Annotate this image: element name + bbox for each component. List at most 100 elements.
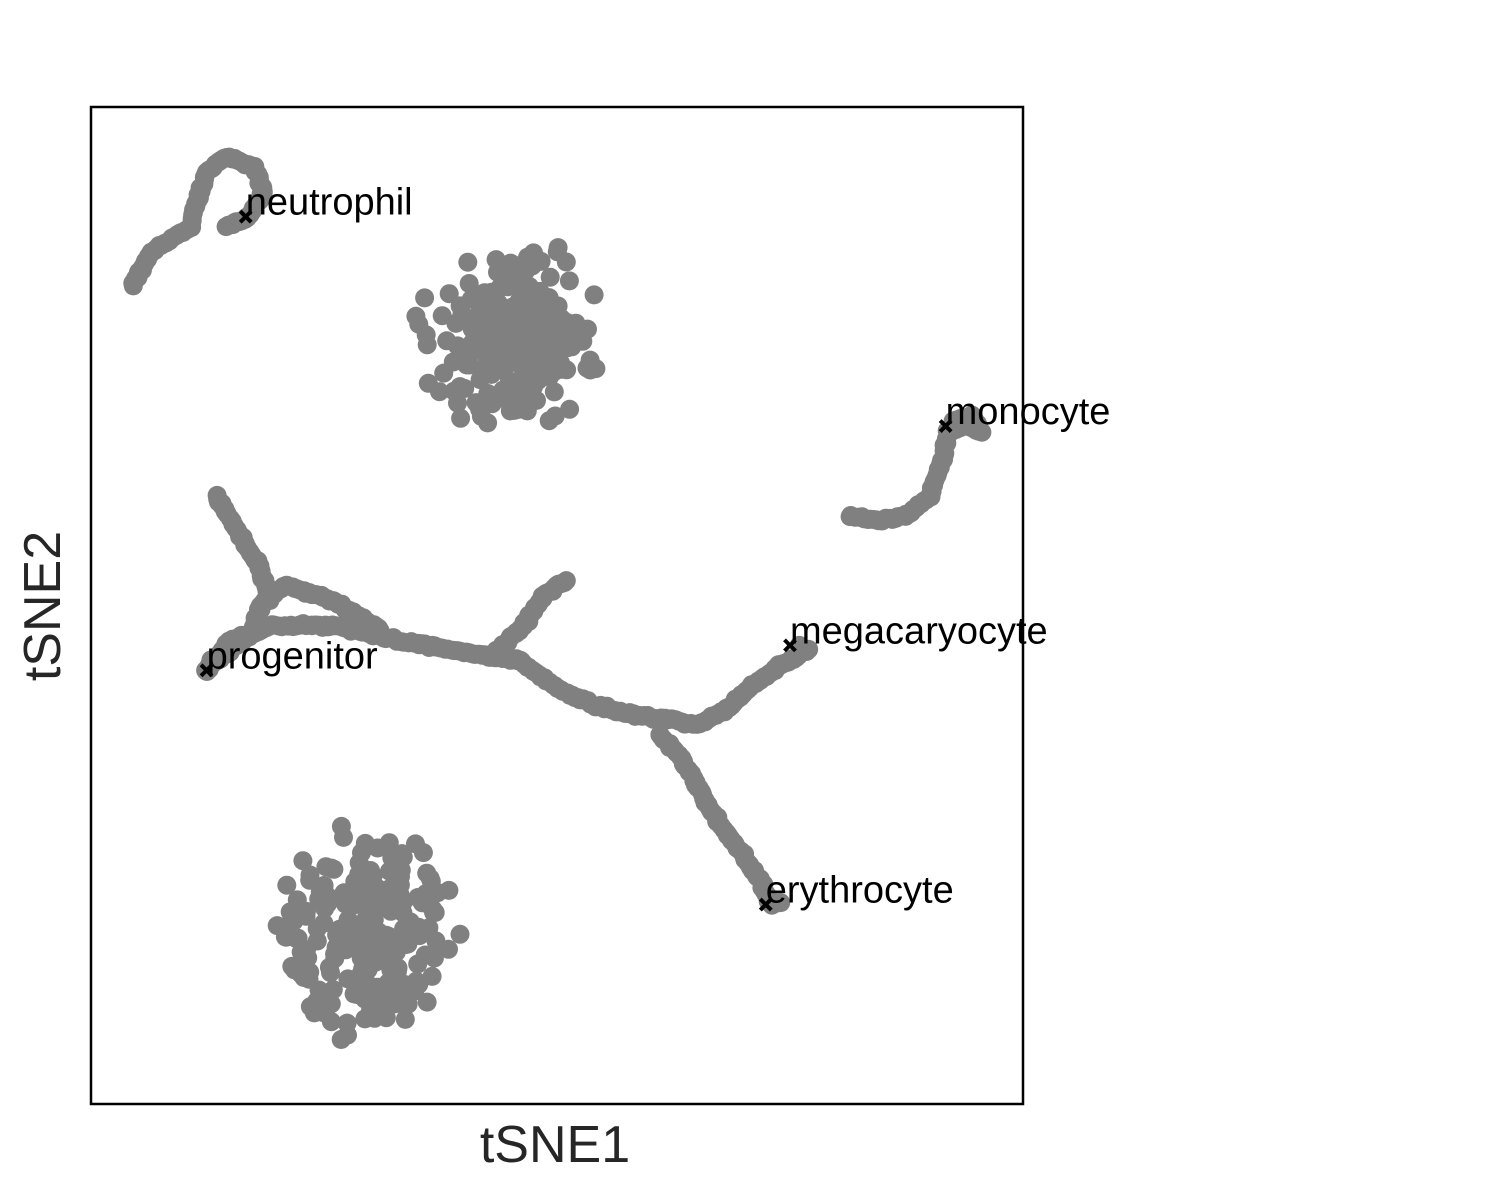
point-upper-cluster <box>578 319 597 339</box>
x-axis-label: tSNE1 <box>480 1116 630 1174</box>
point-lower-cluster <box>340 896 360 916</box>
point-lower-cluster <box>307 931 327 951</box>
point-upper-cluster <box>539 411 559 431</box>
point-upper-cluster <box>552 309 571 329</box>
point-lower-cluster <box>379 833 399 853</box>
label-erythrocyte: erythrocyte <box>766 870 954 912</box>
point-lower-cluster <box>413 843 433 863</box>
point-lower-cluster <box>362 876 382 896</box>
point-upper-cluster <box>559 271 579 291</box>
point-lower-cluster <box>331 1030 351 1049</box>
point-upper-cluster <box>537 302 557 322</box>
point-upper-cluster <box>540 267 560 287</box>
label-neutrophil: neutrophil <box>246 182 413 224</box>
point-erythrocyte-branch <box>771 893 791 913</box>
point-lower-cluster <box>316 857 336 877</box>
point-upper-cluster <box>488 297 508 317</box>
point-lower-cluster <box>420 868 440 888</box>
point-lower-cluster <box>314 913 334 933</box>
point-upper-cluster <box>416 325 436 345</box>
point-lower-cluster <box>344 984 364 1004</box>
point-lower-cluster <box>408 888 428 907</box>
point-upper-cluster <box>415 288 435 308</box>
point-lower-cluster <box>450 924 470 944</box>
point-lower-cluster <box>307 991 327 1011</box>
point-lower-cluster <box>343 937 363 957</box>
point-upper-cluster <box>544 382 564 402</box>
label-megacaryocyte: megacaryocyte <box>790 610 1048 652</box>
point-upper-cluster <box>490 334 509 354</box>
point-upper-cluster <box>508 371 528 391</box>
marker-monocyte <box>938 419 953 433</box>
plot-frame <box>89 105 1025 1106</box>
point-upper-branch <box>556 571 576 591</box>
point-lower-cluster <box>386 986 406 1005</box>
point-upper-cluster <box>536 324 556 344</box>
point-upper-cluster <box>462 319 482 339</box>
point-lower-cluster <box>424 948 444 968</box>
point-upper-cluster <box>451 408 471 428</box>
point-upper-cluster <box>461 289 481 309</box>
milestone-markers <box>199 209 953 912</box>
label-progenitor: progenitor <box>207 635 378 677</box>
point-upper-cluster <box>546 337 566 357</box>
point-lower-cluster <box>361 1006 381 1026</box>
point-upper-cluster <box>503 297 522 317</box>
point-lower-cluster <box>378 892 398 912</box>
point-upper-cluster <box>452 304 472 324</box>
point-upper-cluster <box>439 284 459 304</box>
point-lower-cluster <box>282 907 302 927</box>
point-lower-cluster <box>323 980 343 1000</box>
point-upper-cluster <box>524 243 543 263</box>
point-upper-cluster <box>519 276 539 296</box>
marker-neutrophil <box>238 209 253 224</box>
point-lower-cluster <box>292 960 312 980</box>
point-upper-cluster <box>470 399 490 419</box>
milestone-labels: neutrophil monocyte progenitor megacaryocyt… <box>207 182 1111 912</box>
point-lower-cluster <box>409 974 429 994</box>
point-lower-cluster <box>395 1009 415 1029</box>
point-neutrophil-arm <box>216 217 236 237</box>
point-upper-cluster <box>476 359 496 378</box>
point-lower-cluster <box>291 942 311 962</box>
point-lower-cluster <box>334 827 353 847</box>
label-monocyte: monocyte <box>946 391 1111 433</box>
point-upper-cluster <box>406 306 426 326</box>
point-lower-cluster <box>338 922 358 942</box>
marker-erythrocyte <box>758 897 773 912</box>
point-upper-cluster <box>584 285 604 305</box>
point-upper-cluster <box>490 278 510 298</box>
point-lower-cluster <box>376 1008 396 1028</box>
point-lower-cluster <box>358 960 378 980</box>
point-lower-cluster <box>439 939 458 959</box>
point-upper-cluster <box>418 373 438 393</box>
point-upper-cluster <box>527 390 546 410</box>
point-lower-cluster <box>309 889 329 909</box>
point-progenitor-loop-upper <box>370 620 390 640</box>
point-lower-cluster <box>300 865 320 885</box>
point-upper-cluster <box>560 399 580 419</box>
point-upper-cluster <box>437 331 457 351</box>
point-upper-cluster <box>455 379 475 398</box>
point-lower-cluster <box>417 992 437 1012</box>
marker-megacaryocyte <box>783 638 797 653</box>
point-lower-cluster <box>439 880 459 900</box>
point-upper-cluster <box>500 401 520 421</box>
point-lower-cluster <box>319 957 339 977</box>
point-lower-cluster <box>373 931 393 951</box>
point-lower-cluster <box>380 861 399 881</box>
point-upper-left-arm <box>260 591 280 610</box>
point-lower-cluster <box>287 890 307 910</box>
point-upper-cluster <box>510 262 530 282</box>
point-upper-cluster <box>509 348 529 368</box>
point-lower-cluster <box>277 875 297 895</box>
point-upper-cluster <box>458 252 478 272</box>
point-upper-cluster <box>577 358 597 378</box>
point-upper-cluster <box>432 306 452 326</box>
point-lower-cluster <box>425 903 445 922</box>
point-lower-cluster <box>363 977 383 997</box>
point-lower-cluster <box>364 910 384 930</box>
point-upper-cluster <box>460 355 479 375</box>
point-lower-cluster <box>293 851 313 871</box>
